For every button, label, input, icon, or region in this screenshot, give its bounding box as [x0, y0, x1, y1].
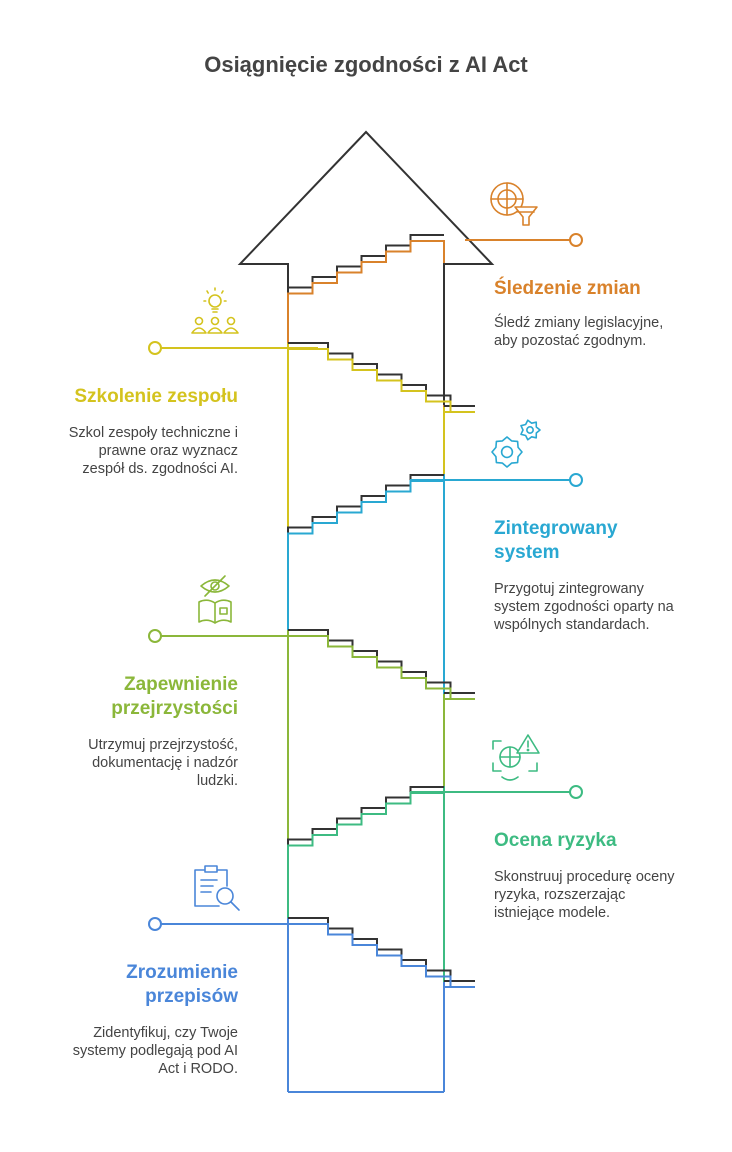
clipboard-search-icon	[194, 865, 240, 911]
gear	[491, 436, 523, 468]
step-description-line: Zidentyfikuj, czy Twoje	[93, 1025, 238, 1041]
stair-outline	[288, 917, 475, 982]
risk-warning-icon	[492, 734, 540, 781]
arrow-head	[237, 130, 495, 405]
step-description-line: wspólnych standardach.	[494, 617, 650, 633]
stair-shadow	[288, 348, 475, 413]
step-description: Szkol zespoły techniczne i prawne oraz wy…	[18, 424, 238, 478]
step-description-line: dokumentację i nadzór	[92, 755, 238, 771]
stair-outline	[287, 786, 444, 850]
stair-outline	[287, 474, 444, 538]
funnel	[514, 206, 538, 226]
stair-shadow	[287, 480, 444, 544]
stair-shadow	[288, 635, 475, 700]
gear-hole	[526, 426, 534, 434]
stair-shadow	[287, 240, 444, 304]
scan-corner	[492, 762, 502, 772]
scan-corner	[492, 740, 502, 750]
step-description-line: Szkol zespoły techniczne i	[68, 425, 238, 441]
step-description-line: Skonstruuj procedurę oceny	[494, 869, 675, 885]
step-description-line: Śledź zmiany legislacyjne,	[494, 315, 664, 331]
pupil	[210, 581, 220, 591]
warning-dot	[526, 748, 530, 752]
person-head	[194, 316, 204, 326]
eye-book-icon	[198, 575, 232, 624]
person-body	[223, 327, 239, 334]
step-title-line: Szkolenie zespołu	[74, 386, 238, 407]
book-mark	[219, 607, 228, 615]
stair-shadow	[288, 923, 475, 988]
step-description-line: ryzyka, rozszerzając	[494, 887, 626, 903]
gears-icon	[491, 419, 541, 468]
person-body	[207, 327, 223, 334]
step-description: Przygotuj zintegrowany system zgodności o…	[494, 580, 714, 634]
stair-shadow	[287, 792, 444, 856]
ray	[221, 290, 224, 294]
step-title: Zrozumienie przepisów	[18, 961, 238, 1009]
eye-slash	[204, 575, 226, 597]
step-title: Śledzenie zmian	[494, 277, 714, 301]
step-description-line: aby pozostać zgodnym.	[494, 333, 647, 349]
gear-hole	[500, 445, 514, 459]
step-title-line: Zintegrowany	[494, 518, 618, 539]
step-description-line: Act i RODO.	[158, 1061, 238, 1077]
step-description-line: Utrzymuj przejrzystość,	[88, 737, 238, 753]
smile	[501, 776, 519, 781]
step-title-line: przejrzystości	[111, 698, 238, 719]
connector-dot	[569, 233, 583, 247]
step-description: Śledź zmiany legislacyjne, aby pozostać z…	[494, 314, 714, 350]
step-title-line: Śledzenie zmian	[494, 278, 641, 299]
step-title-line: system	[494, 542, 560, 563]
book	[198, 599, 232, 624]
step-description-line: istniejące modele.	[494, 905, 611, 921]
step-description: Utrzymuj przejrzystość, dokumentację i na…	[18, 736, 238, 790]
step-description: Zidentyfikuj, czy Twoje systemy podlegają…	[18, 1024, 238, 1078]
step-title: Szkolenie zespołu	[18, 385, 238, 409]
person-head	[226, 316, 236, 326]
step-description-line: zespół ds. zgodności AI.	[82, 461, 238, 477]
step-title: Zintegrowany system	[494, 517, 714, 565]
magnifier-handle	[230, 901, 240, 911]
page-title: Osiągnięcie zgodności z AI Act	[204, 52, 528, 77]
stair-flight	[288, 342, 475, 413]
gear	[520, 419, 541, 441]
step-description-line: systemy podlegają pod AI	[72, 1043, 238, 1059]
magnifier-lens	[216, 887, 234, 905]
step-title: Ocena ryzyka	[494, 829, 714, 853]
stair-flight	[287, 474, 444, 544]
step-title-line: Zapewnienie	[123, 674, 238, 695]
stair-outline	[288, 629, 475, 694]
stair-flight	[288, 917, 475, 988]
stair-outline	[287, 234, 444, 298]
bulb	[208, 294, 222, 308]
step-description-line: system zgodności oparty na	[494, 599, 674, 615]
step-title-line: przepisów	[145, 986, 238, 1007]
step-description-line: ludzki.	[196, 773, 238, 789]
stair-flight	[288, 629, 475, 700]
stair-flight	[287, 786, 444, 856]
stair-outline	[288, 342, 475, 407]
connector-dot	[148, 341, 162, 355]
connector-dot	[569, 785, 583, 799]
connector-dot	[569, 473, 583, 487]
radar-funnel-icon	[490, 182, 538, 226]
step-title-line: Zrozumienie	[126, 962, 238, 983]
step-description: Skonstruuj procedurę oceny ryzyka, rozsze…	[494, 868, 714, 922]
person-body	[191, 327, 207, 334]
person-head	[210, 316, 220, 326]
connector-dot	[148, 629, 162, 643]
step-description-line: prawne oraz wyznacz	[98, 443, 238, 459]
step-description-line: Przygotuj zintegrowany	[494, 581, 644, 597]
scan-corner	[528, 762, 538, 772]
stair-flight	[287, 234, 444, 304]
step-title-line: Ocena ryzyka	[494, 830, 617, 851]
ray	[206, 290, 209, 294]
lightbulb-team-icon	[191, 287, 239, 334]
step-title: Zapewnienie przejrzystości	[18, 673, 238, 721]
connector-dot	[148, 917, 162, 931]
clip	[204, 865, 218, 873]
